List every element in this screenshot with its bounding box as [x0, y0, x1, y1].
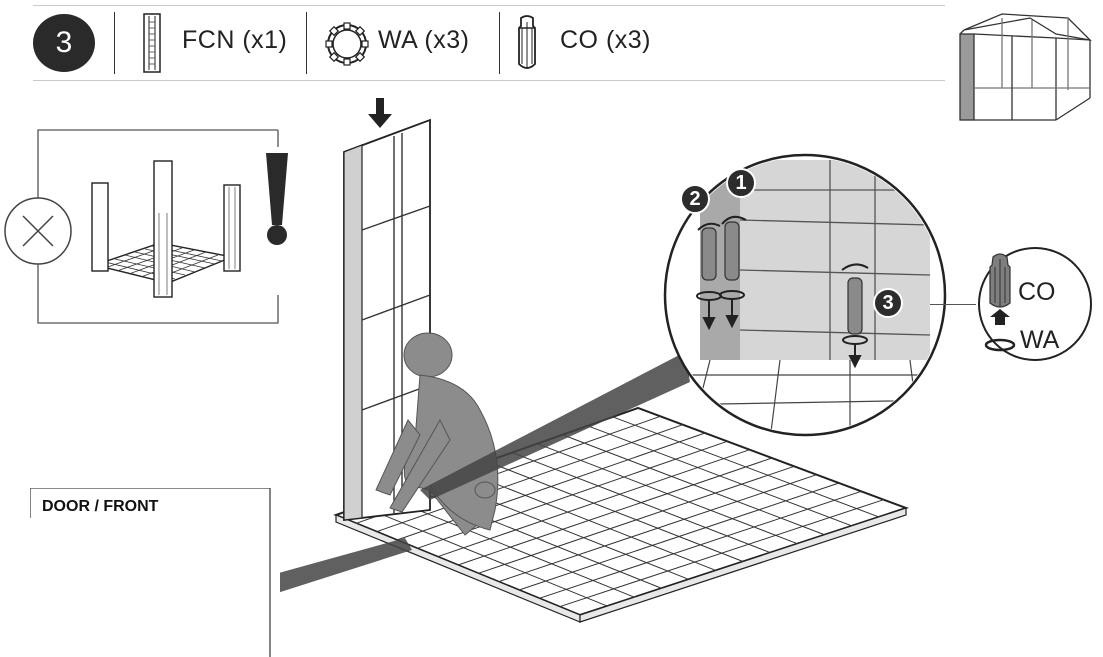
connector-icon: [518, 15, 536, 69]
part-label-fcn: FCN (x1): [182, 26, 288, 54]
header-separator: [306, 12, 307, 74]
zoom-detail-circle: [663, 153, 947, 437]
callout-badge-1: 1: [726, 168, 756, 198]
co-wa-zoom-circle: [978, 247, 1092, 361]
part-label-co: CO (x3): [560, 26, 651, 54]
step-number-badge: 3: [33, 14, 95, 72]
callout-badge-3: 3: [873, 288, 903, 318]
warning-box: [37, 129, 288, 324]
zoom-label-wa: WA: [1020, 326, 1060, 354]
header-top-rule: [33, 5, 945, 6]
zoom-label-co: CO: [1018, 278, 1056, 306]
part-label-wa: WA (x3): [378, 26, 470, 54]
callout-badge-2: 2: [680, 184, 710, 214]
header-separator: [114, 12, 115, 74]
door-front-label: DOOR / FRONT: [42, 498, 159, 515]
washer-icon: [984, 338, 1016, 352]
exclamation-icon: [266, 153, 288, 245]
header-bottom-rule: [33, 80, 945, 81]
floor-grid-line: [539, 490, 862, 599]
washer-icon: [325, 22, 369, 66]
panel-icon: [143, 13, 161, 73]
door-front-box: [30, 488, 271, 657]
connector-icon: [989, 253, 1011, 308]
shed-overview-thumbnail: [959, 13, 1092, 121]
prohibited-icon: [4, 197, 72, 265]
main-assembly-illustration: [280, 98, 910, 623]
floor-grid-line: [612, 416, 880, 518]
header-separator: [499, 12, 500, 74]
zoom-connector-line: [930, 304, 976, 305]
floor-grid-line: [559, 499, 884, 608]
